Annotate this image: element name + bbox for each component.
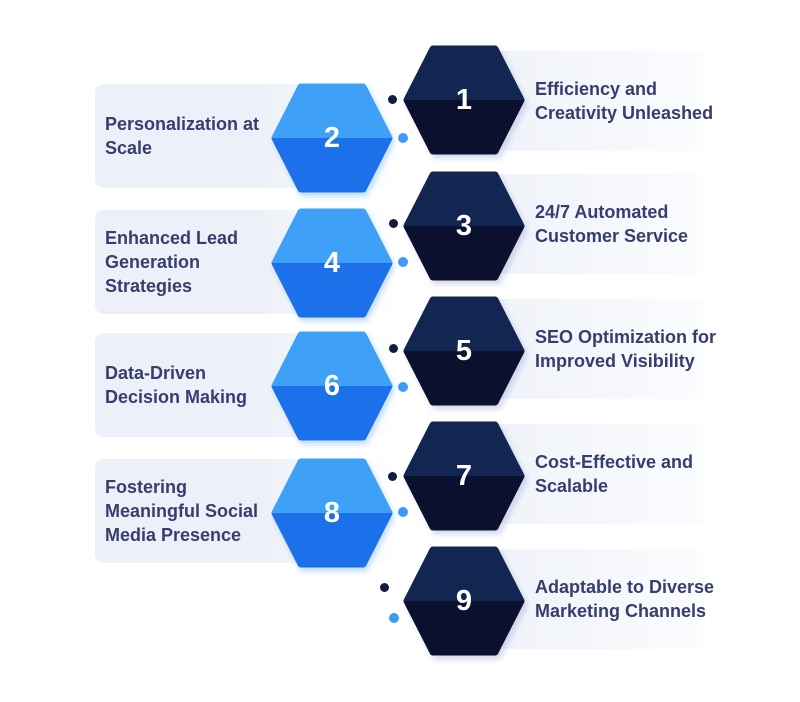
hexagon-step-2: 2: [271, 83, 393, 193]
connector-dot-blue: [398, 257, 408, 267]
step-number: 5: [455, 334, 473, 367]
step-label-line: Strategies: [105, 276, 193, 296]
step-label-line: Fostering: [105, 477, 188, 497]
hexagon-step-4: 4: [271, 208, 393, 318]
hexagon-shape: [271, 83, 393, 193]
hexagon-step-7: 7: [403, 421, 525, 531]
hexagon-shape: [271, 331, 393, 441]
step-label-line: Data-Driven: [105, 363, 207, 383]
hexagon-step-9: 9: [403, 546, 525, 656]
step-label-line: Meaningful Social: [105, 501, 259, 521]
step-label-line: Scale: [105, 138, 153, 158]
step-label-line: Enhanced Lead: [105, 228, 239, 248]
hexagon-shape: [403, 171, 525, 281]
connector-dot-dark: [380, 583, 389, 592]
connector-dot-dark: [388, 472, 397, 481]
hexagon-step-1: 1: [403, 45, 525, 155]
step-label-line: Personalization at: [105, 114, 260, 134]
hexagon-shape: [403, 45, 525, 155]
step-label-2: Personalization at Scale: [105, 84, 290, 188]
step-label-line: Generation: [105, 252, 201, 272]
step-label-line: SEO Optimization for: [535, 327, 717, 347]
step-number: 9: [455, 584, 473, 617]
connector-dot-blue: [398, 507, 408, 517]
step-label-line: Media Presence: [105, 525, 242, 545]
connector-dot-blue: [398, 133, 408, 143]
step-number: 8: [323, 496, 341, 529]
connector-dot-blue: [389, 613, 399, 623]
step-label-line: 24/7 Automated: [535, 202, 669, 222]
step-label-line: Scalable: [535, 476, 609, 496]
hexagon-shape: [403, 296, 525, 406]
step-number: 3: [455, 209, 473, 242]
step-label-line: Cost-Effective and: [535, 452, 694, 472]
hexagon-shape: [271, 458, 393, 568]
step-label-line: Marketing Channels: [535, 601, 707, 621]
step-label-line: Efficiency and: [535, 79, 658, 99]
step-label-line: Creativity Unleashed: [535, 103, 714, 123]
step-label-line: Decision Making: [105, 387, 248, 407]
hexagon-shape: [403, 546, 525, 656]
hexagon-step-8: 8: [271, 458, 393, 568]
hexagon-step-6: 6: [271, 331, 393, 441]
step-number: 6: [323, 369, 341, 402]
step-label-line: Adaptable to Diverse: [535, 577, 715, 597]
connector-dot-blue: [398, 382, 408, 392]
hexagon-shape: [403, 421, 525, 531]
connector-dot-dark: [389, 344, 398, 353]
connector-dot-dark: [389, 219, 398, 228]
step-number: 7: [455, 459, 473, 492]
hexagon-step-5: 5: [403, 296, 525, 406]
step-label-line: Customer Service: [535, 226, 689, 246]
step-number: 1: [455, 83, 473, 116]
step-number: 2: [323, 121, 341, 154]
hexagon-step-3: 3: [403, 171, 525, 281]
connector-dot-dark: [388, 95, 397, 104]
hexagon-shape: [271, 208, 393, 318]
step-number: 4: [323, 246, 341, 279]
step-label-line: Improved Visibility: [535, 351, 695, 371]
